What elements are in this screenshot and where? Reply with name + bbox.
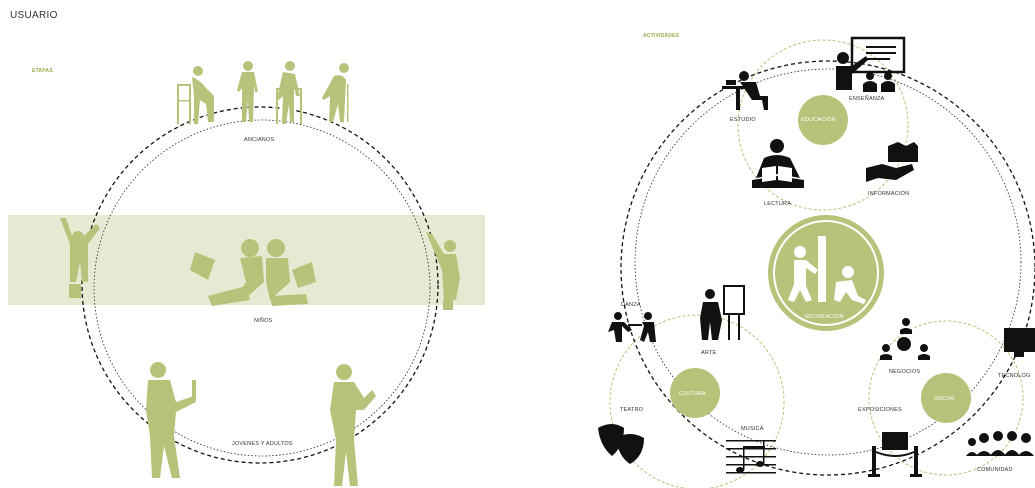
- etapas-inner-ring: [93, 119, 431, 457]
- label-educacion: EDUCACIÓN: [801, 117, 836, 123]
- recreacion-icon: [788, 236, 866, 304]
- social-circle: [868, 320, 1024, 476]
- comunidad-icon: [966, 431, 1034, 456]
- ensenanza-icon: [836, 36, 906, 92]
- arte-icon: [700, 285, 745, 340]
- danza-icon: [608, 312, 656, 342]
- cultura-circle: [609, 314, 785, 488]
- recreacion-ring: [773, 220, 879, 326]
- label-estudio: ESTUDIO: [730, 117, 756, 123]
- label-social: SOCIAL: [934, 396, 956, 402]
- nino-izquierda-icon: [60, 218, 100, 298]
- label-jovenes-adultos: JOVENES Y ADULTOS: [232, 441, 293, 447]
- estudio-icon: [722, 71, 768, 110]
- label-ensenanza: ENSEÑANZA: [849, 96, 885, 102]
- label-arte: ARTE: [701, 350, 717, 356]
- label-negocios: NEGOCIOS: [889, 369, 921, 375]
- section-actividades-label: ACTIVIDADES: [643, 33, 680, 39]
- tecnologia-icon: [1004, 328, 1035, 357]
- adulto-derecha-icon: [330, 364, 376, 486]
- ninos-icon: [190, 239, 316, 306]
- label-comunidad: COMUNIDAD: [977, 467, 1013, 473]
- ancianos-icon: [177, 61, 349, 124]
- label-danza: DANZA: [621, 302, 641, 308]
- negocios-icon: [880, 318, 930, 360]
- etapas-outer-ring: [81, 106, 439, 464]
- cultura-node: [670, 368, 720, 418]
- informacion-icon: [866, 142, 918, 182]
- adulto-izquierda-icon: [146, 362, 196, 478]
- social-node: [921, 373, 971, 423]
- label-teatro: TEATRO: [620, 407, 644, 413]
- label-cultura: CULTURA: [679, 391, 706, 397]
- label-recreacion: RECREACIÓN: [805, 314, 844, 320]
- label-musica: MUSICA: [741, 426, 764, 432]
- lectura-icon: [752, 139, 804, 188]
- section-etapas-label: ETAPAS: [32, 68, 53, 74]
- educacion-node: [798, 95, 848, 145]
- exposiciones-icon: [868, 432, 922, 477]
- actividades-outer-ring: [620, 60, 1035, 476]
- label-exposiciones: EXPOSICIONES: [858, 407, 902, 413]
- educacion-circle: [737, 39, 909, 211]
- nino-derecha-icon: [426, 232, 460, 310]
- label-ancianos: ANCIANOS: [244, 137, 275, 143]
- musica-icon: [726, 440, 776, 474]
- actividades-inner-ring: [634, 68, 1022, 456]
- label-tecnologia: TECNOLOG: [998, 373, 1031, 379]
- teatro-icon: [598, 424, 644, 464]
- page-title: USUARIO: [10, 10, 58, 21]
- label-informacion: INFORMACIÓN: [868, 191, 910, 197]
- label-ninos: NIÑOS: [254, 318, 273, 324]
- label-lectura: LECTURA: [764, 201, 792, 207]
